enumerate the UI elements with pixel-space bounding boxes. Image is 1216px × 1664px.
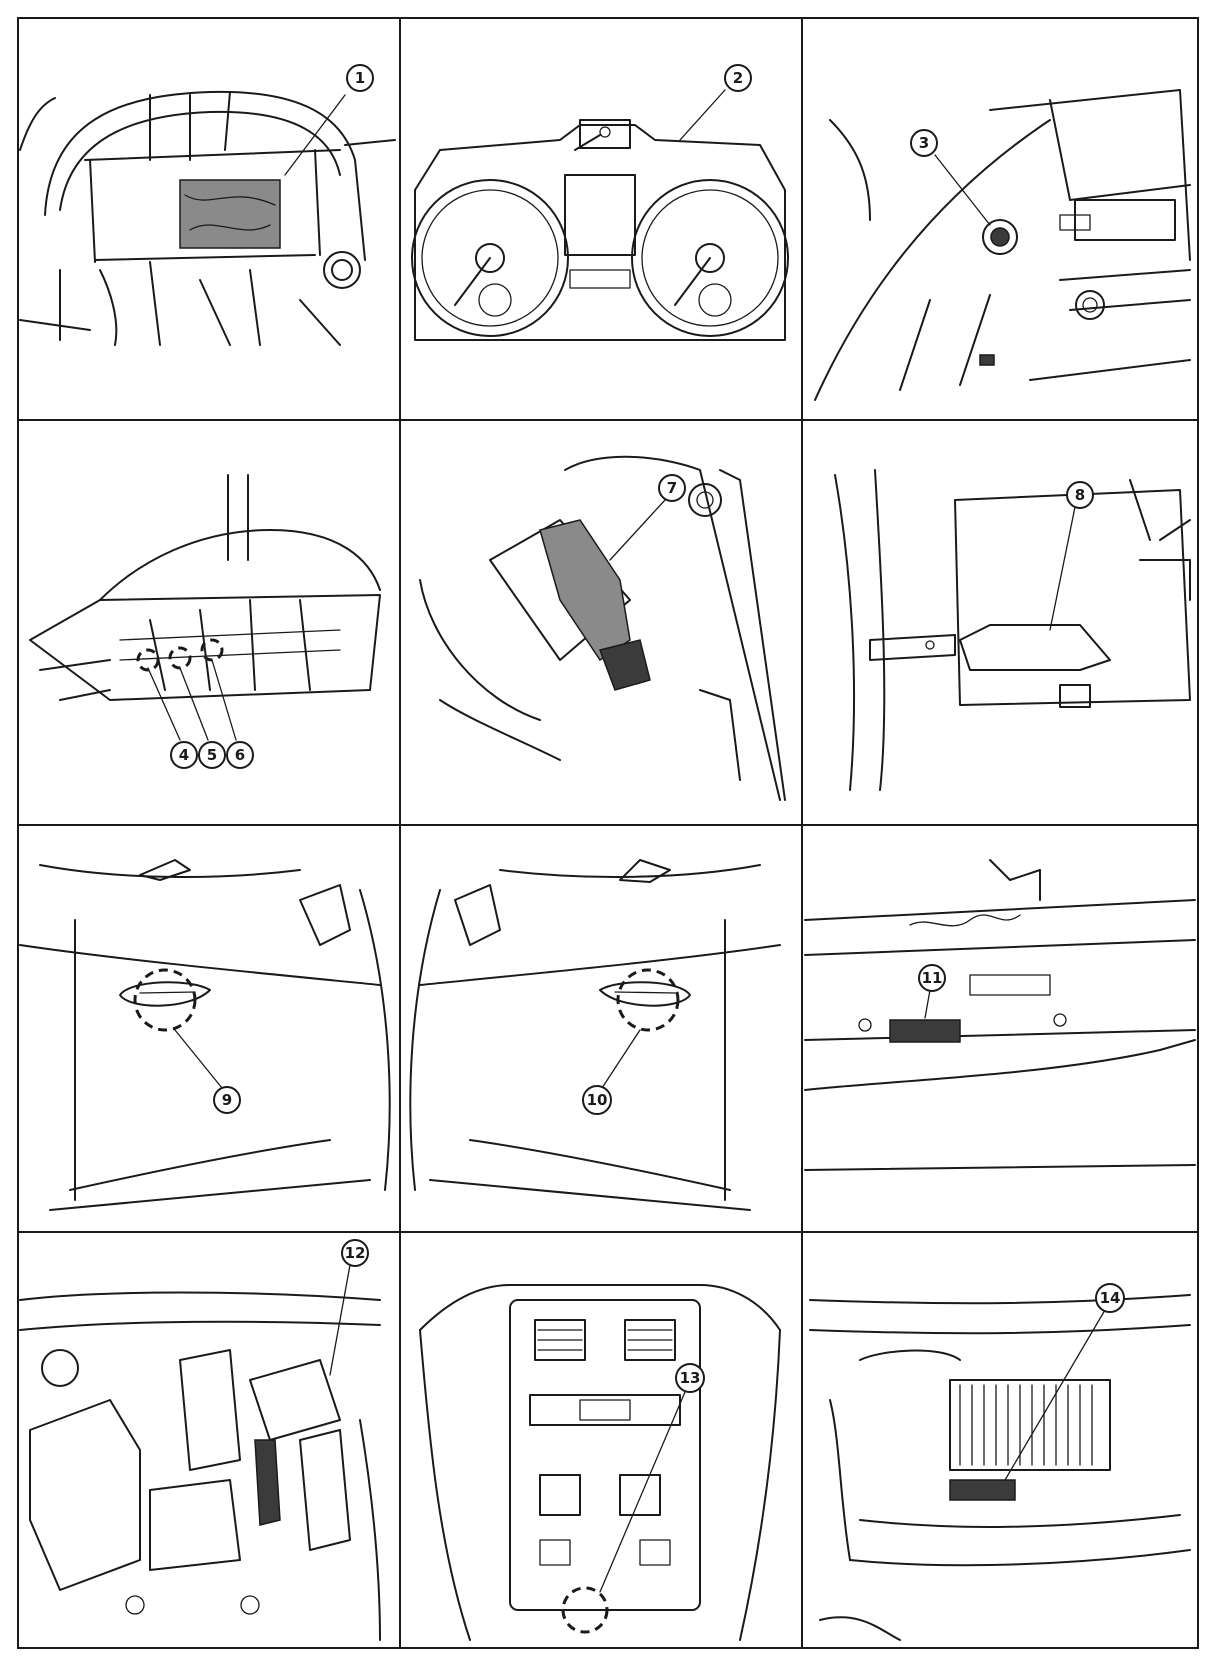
panel-2-combination-meter: 2 [411, 64, 789, 341]
callout-7: 7 [658, 474, 686, 502]
callout-8-label: 8 [1075, 486, 1085, 504]
callout-5: 5 [198, 741, 226, 769]
callout-1-label: 1 [355, 69, 365, 87]
callout-12-label: 12 [345, 1244, 366, 1262]
callout-4: 4 [170, 741, 198, 769]
panel-grid [17, 17, 1199, 1649]
callout-7-label: 7 [667, 479, 677, 497]
panel-6-control-unit: 8 [834, 469, 1191, 791]
callout-4-label: 4 [179, 746, 189, 764]
callout-14-label: 14 [1100, 1289, 1121, 1307]
door-handle-icon-2 [599, 981, 691, 1007]
callout-13-label: 13 [680, 1369, 701, 1387]
panel-12-engine-room-box: 12 [19, 1239, 381, 1641]
callout-2: 2 [724, 64, 752, 92]
panel-10-passenger-door-handle: 10 [409, 859, 781, 1211]
callout-1: 1 [346, 64, 374, 92]
callout-14: 14 [1095, 1283, 1125, 1313]
panel-14-trunk-unit: 14 [809, 1283, 1191, 1641]
callout-13: 13 [675, 1363, 705, 1393]
panel-11-rear-bumper: 11 [804, 859, 1196, 1171]
callout-6-label: 6 [235, 746, 245, 764]
panel-1-dash-cavity: 1 [19, 64, 396, 346]
callout-8: 8 [1066, 481, 1094, 509]
callout-6: 6 [226, 741, 254, 769]
callout-3-label: 3 [919, 134, 929, 152]
callout-11-label: 11 [922, 969, 943, 987]
callout-10-label: 10 [587, 1091, 608, 1109]
panel-4-shifter-assembly: 4 5 6 [29, 474, 381, 769]
callout-12: 12 [341, 1239, 369, 1267]
callout-3: 3 [910, 129, 938, 157]
callout-2-label: 2 [733, 69, 743, 87]
callout-10: 10 [582, 1085, 612, 1115]
callout-5-label: 5 [207, 746, 217, 764]
speedometer-icon [631, 179, 789, 337]
callout-9: 9 [213, 1086, 241, 1114]
panel-3-push-button-switch: 3 [814, 89, 1191, 401]
start-button-icon [982, 219, 1018, 255]
callout-11: 11 [918, 964, 946, 992]
callout-9-label: 9 [222, 1091, 232, 1109]
tachometer-icon [411, 179, 569, 337]
panel-5-stop-lamp-switch: 7 [419, 455, 786, 801]
panel-13-rear-console: 13 [419, 1284, 781, 1641]
panel-9-driver-door-handle: 9 [19, 859, 391, 1211]
door-handle-icon [119, 981, 211, 1007]
